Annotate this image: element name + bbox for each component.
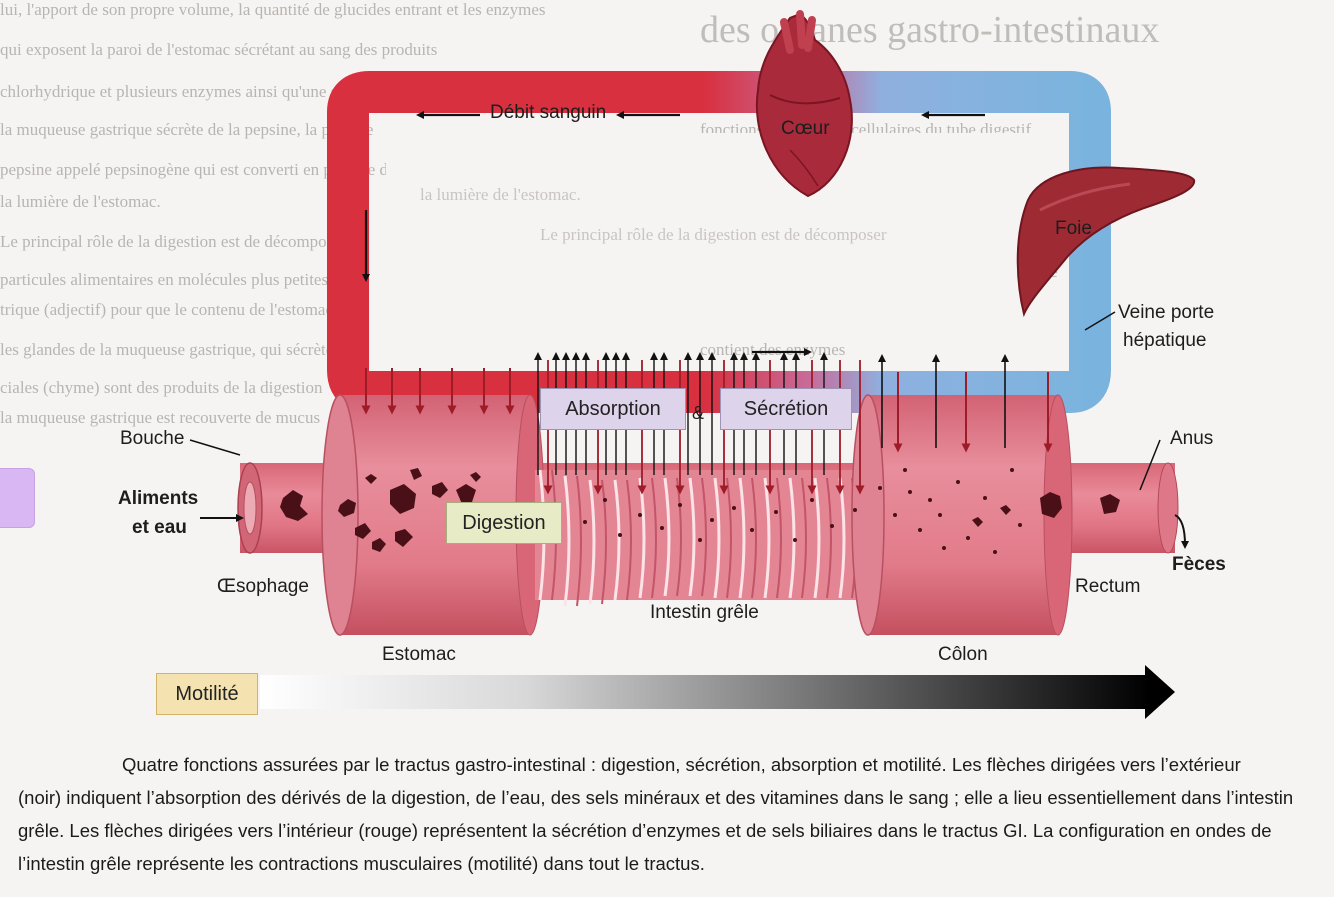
food-water-label-line1: Aliments (118, 488, 199, 509)
heart-label: Cœur (781, 118, 830, 139)
bouche-leader-line (189, 439, 241, 456)
background-text: la muqueuse gastrique sécrète de la peps… (0, 120, 374, 139)
page-tab-marker (0, 468, 35, 528)
esophagus-label: Œsophage (217, 576, 309, 597)
anus-leader-line (1139, 439, 1161, 491)
colon-label: Côlon (938, 644, 988, 665)
rectum-label: Rectum (1075, 576, 1141, 597)
small-intestine-label: Intestin grêle (650, 602, 759, 623)
secretion-box: Sécrétion (720, 388, 852, 430)
digestive-tract (237, 394, 1179, 636)
heart-icon (755, 10, 853, 198)
stomach-label: Estomac (382, 644, 456, 665)
motility-box: Motilité (156, 673, 258, 715)
food-water-label-line2: et eau (132, 517, 187, 538)
feces-exit-arrow (1174, 514, 1189, 549)
caption-rest: (noir) indiquent l’absorption des dérivé… (18, 787, 1294, 874)
feces-label: Fèces (1172, 554, 1226, 575)
digestion-box: Digestion (446, 502, 562, 544)
portal-vein-label-line1: Veine porte (1118, 302, 1215, 323)
anus-label: Anus (1170, 428, 1214, 449)
background-text: chlorhydrique et plusieurs enzymes ainsi… (0, 82, 397, 101)
caption-line1: Quatre fonctions assurées par le tractus… (122, 754, 1241, 775)
svg-text:la lumière de l'estomac.: la lumière de l'estomac. (420, 185, 581, 204)
blood-flow-loop: la lumière de l'estomac. Le principal rô… (327, 71, 1111, 413)
liver-icon (1016, 166, 1196, 318)
background-text: qui exposent la paroi de l'estomac sécré… (0, 40, 438, 59)
portal-vein-label-line2: hépatique (1123, 330, 1207, 351)
svg-text:Le principal rôle de la digest: Le principal rôle de la digestion est de… (540, 225, 887, 244)
background-text: la lumière de l'estomac. (0, 192, 161, 211)
background-text: la muqueuse gastrique est recouverte de … (0, 408, 321, 427)
absorption-box: Absorption (540, 388, 686, 430)
background-text: lui, l'apport de son propre volume, la q… (0, 0, 546, 19)
liver-label: Foie (1055, 218, 1092, 239)
background-text: pepsine appelé pepsinogène qui est conve… (0, 160, 411, 179)
background-text: ciales (chyme) sont des produits de la d… (0, 378, 323, 397)
mouth-label: Bouche (120, 428, 185, 449)
figure-caption: Quatre fonctions assurées par le tractus… (18, 748, 1318, 880)
ampersand-label: & (692, 403, 705, 423)
background-text: les glandes de la muqueuse gastrique, qu… (0, 340, 347, 359)
motility-arrow (260, 665, 1175, 719)
veine-porte-leader-line (1084, 311, 1116, 331)
background-text: trique (adjectif) pour que le contenu de… (0, 300, 334, 319)
background-text: particules alimentaires en molécules plu… (0, 270, 329, 289)
blood-flow-label: Débit sanguin (490, 102, 607, 123)
background-text: Le principal rôle de la digestion est de… (0, 232, 370, 251)
